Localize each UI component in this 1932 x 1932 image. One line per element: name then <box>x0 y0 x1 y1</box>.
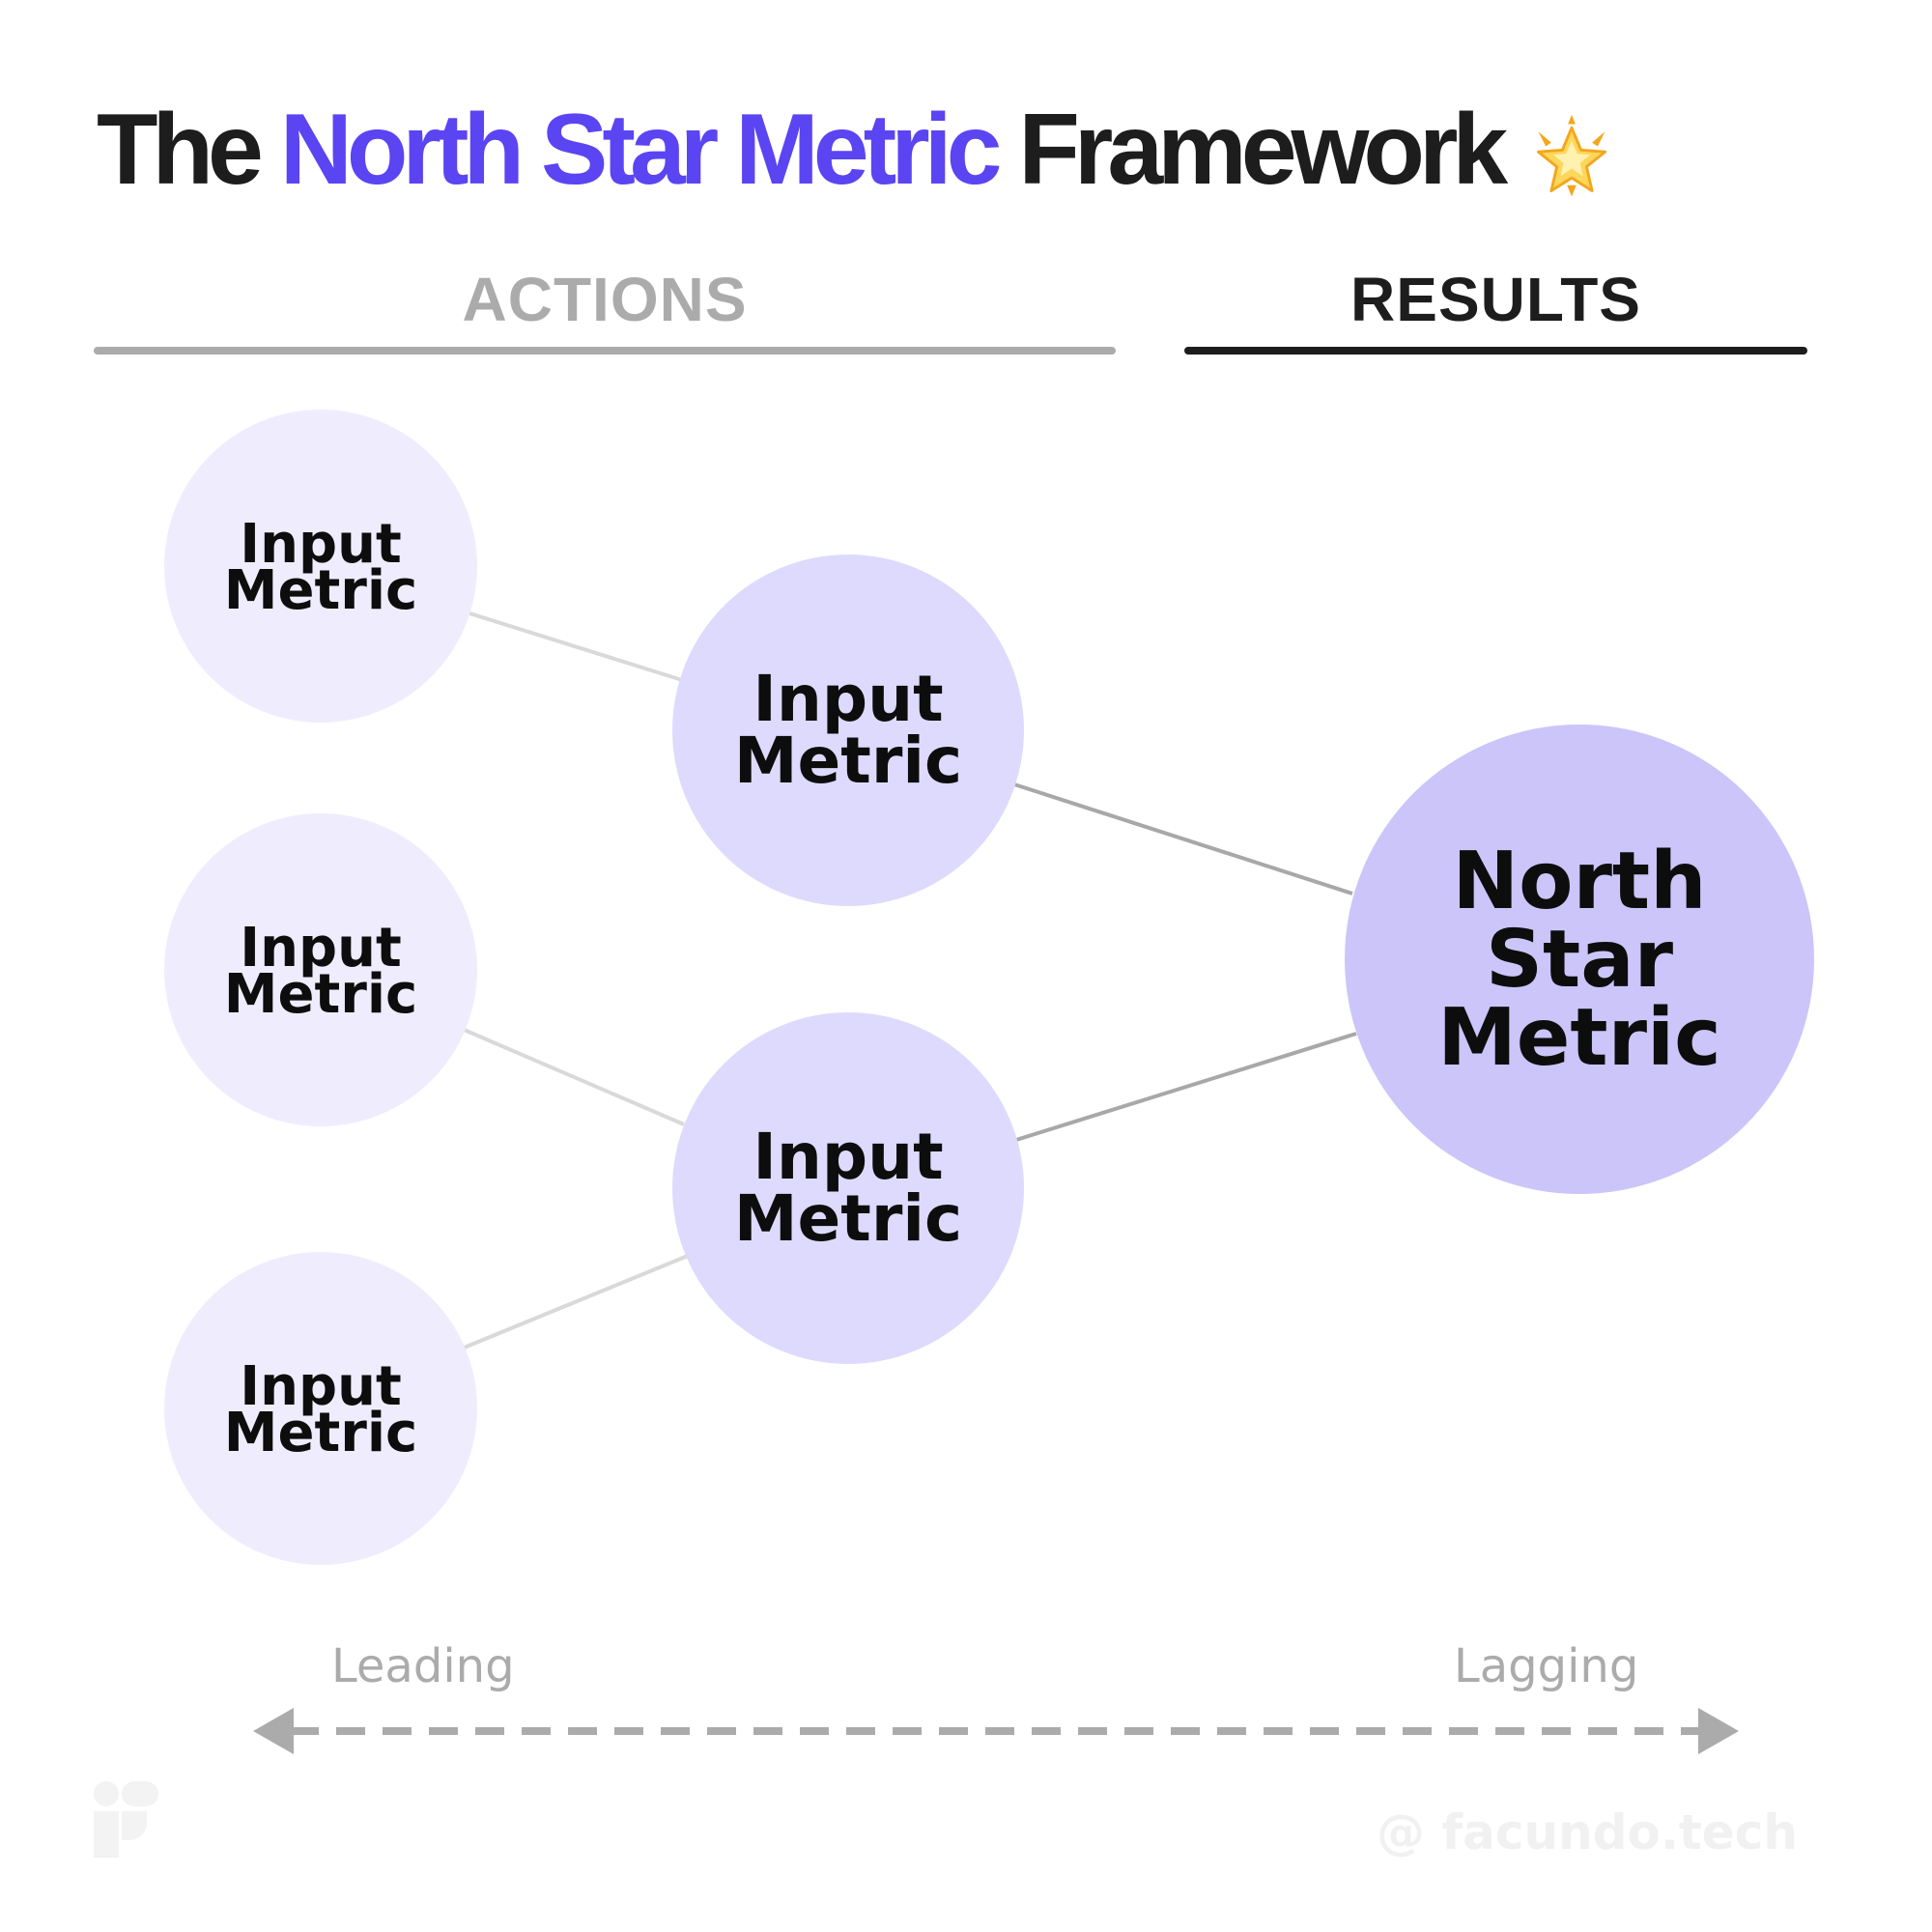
watermark: @ facundo.tech <box>1377 1804 1798 1861</box>
connector-input-5-to-input-4 <box>461 1254 689 1350</box>
lagging-label: Lagging <box>1454 1639 1639 1693</box>
brand-logo-icon <box>94 1781 158 1858</box>
glowing-star-icon <box>1537 114 1607 196</box>
connector-input-2-to-north-star <box>1013 782 1353 895</box>
connector-input-3-to-input-4 <box>461 1027 685 1126</box>
arrow-left-icon <box>253 1708 294 1754</box>
arrow-right-icon <box>1698 1708 1739 1754</box>
title-prefix: The <box>97 94 280 206</box>
connector-input-1-to-input-2 <box>463 610 683 682</box>
actions-underline <box>94 347 1116 355</box>
actions-heading: ACTIONS <box>462 265 748 334</box>
leading-label: Leading <box>331 1639 515 1693</box>
title-suffix: Framework <box>996 94 1508 206</box>
page-title: The North Star Metric Framework <box>97 87 1618 213</box>
title-accent: North Star Metric <box>279 94 1003 206</box>
results-underline <box>1184 347 1807 355</box>
timeline-arrow <box>253 1708 1739 1754</box>
results-heading: RESULTS <box>1350 265 1641 334</box>
connector-input-4-to-north-star <box>1015 1032 1357 1142</box>
connectors <box>461 610 1357 1350</box>
